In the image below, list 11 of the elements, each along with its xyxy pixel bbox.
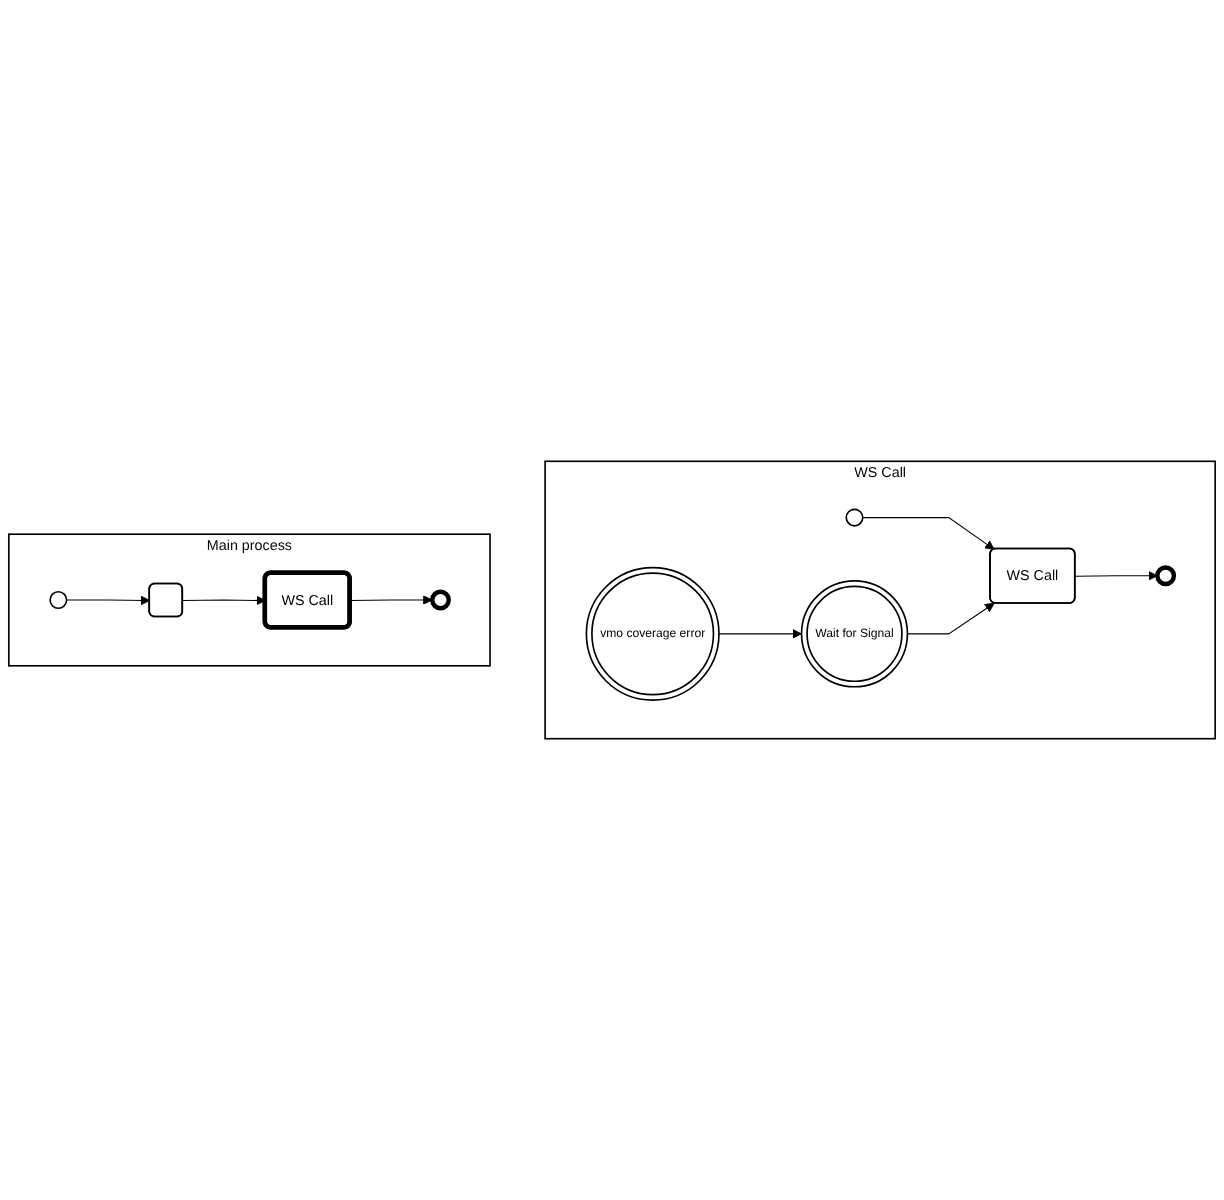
arrow: [862, 517, 995, 550]
node-circle: [430, 589, 451, 611]
node-circle: [49, 590, 68, 610]
arrow: [906, 602, 995, 635]
arrow: [1074, 570, 1158, 581]
node-circle: [1155, 565, 1177, 587]
arrow: [66, 595, 151, 606]
arrow: [182, 595, 266, 606]
node-circle: [845, 508, 864, 527]
arrow: [349, 595, 433, 605]
arrow: [718, 629, 802, 639]
